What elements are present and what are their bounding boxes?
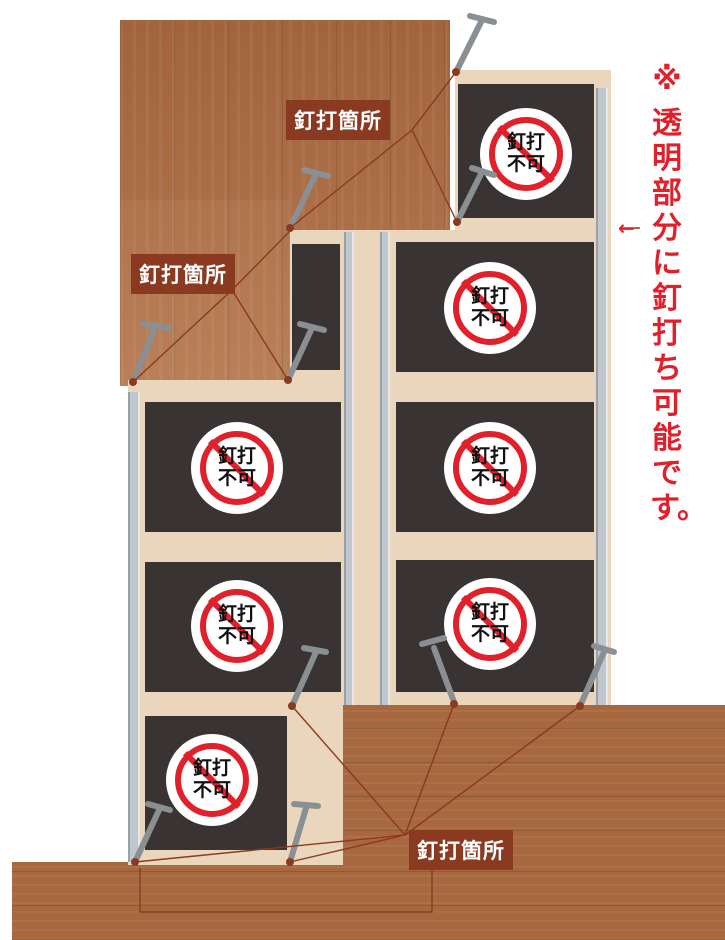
no-nail-badge: 釘打 不可 xyxy=(444,578,536,670)
badge-label-1: 釘打 xyxy=(470,445,509,467)
no-nail-badge: 釘打 不可 xyxy=(191,422,283,514)
badge-label-2: 不可 xyxy=(217,625,256,647)
prohibited-icon xyxy=(200,431,274,505)
nail-point-callout-middle: 釘打箇所 xyxy=(131,254,235,294)
badge-label-2: 不可 xyxy=(217,467,256,489)
no-nail-badge: 釘打 不可 xyxy=(166,734,258,826)
badge-label-2: 不可 xyxy=(192,779,231,801)
nail-point-callout-bottom: 釘打箇所 xyxy=(409,830,513,870)
badge-label-1: 釘打 xyxy=(470,285,509,307)
no-nail-badge: 釘打 不可 xyxy=(191,580,283,672)
steel-stud-left xyxy=(128,392,140,862)
nail-point-callout-top: 釘打箇所 xyxy=(286,100,390,140)
wood-board-upper xyxy=(120,20,450,230)
badge-label-2: 不可 xyxy=(470,307,509,329)
badge-label-1: 釘打 xyxy=(217,603,256,625)
badge-label-1: 釘打 xyxy=(192,757,231,779)
note-mark: ※ xyxy=(652,62,682,97)
steel-stud-center-a xyxy=(344,232,354,705)
wood-board-bottom xyxy=(12,862,725,940)
steel-stud-center-b xyxy=(380,232,390,705)
leader-lines xyxy=(132,71,640,913)
prohibited-icon xyxy=(489,117,563,191)
badge-label-1: 釘打 xyxy=(506,131,545,153)
badge-label-2: 不可 xyxy=(470,623,509,645)
badge-label-2: 不可 xyxy=(506,153,545,175)
no-nail-badge: 釘打 不可 xyxy=(444,262,536,354)
prohibited-icon xyxy=(453,431,527,505)
badge-label-1: 釘打 xyxy=(217,445,256,467)
no-nail-badge: 釘打 不可 xyxy=(480,108,572,200)
no-nail-badge: 釘打 不可 xyxy=(444,422,536,514)
badge-label-1: 釘打 xyxy=(470,601,509,623)
prohibited-icon xyxy=(453,271,527,345)
prohibited-icon xyxy=(200,589,274,663)
nail-icons xyxy=(130,13,617,865)
prohibited-icon xyxy=(175,743,249,817)
steel-stud-right xyxy=(596,88,608,705)
nail-points xyxy=(129,68,584,866)
note-text: 透明部分に釘打ち可能です。 xyxy=(650,106,707,526)
badge-label-2: 不可 xyxy=(470,467,509,489)
note-arrow: ← xyxy=(618,216,635,240)
prohibited-icon xyxy=(453,587,527,661)
